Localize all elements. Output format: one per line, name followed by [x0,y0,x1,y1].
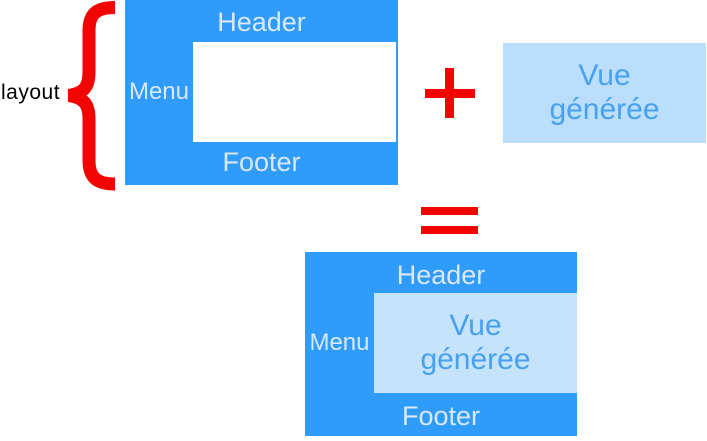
result-generated-view: Vue générée [374,293,577,393]
layout-box: Header Menu Footer [125,0,398,185]
plus-vertical-bar [445,68,454,118]
layout-content-slot [193,42,396,142]
layout-annotation-label: layout [1,81,61,104]
result-generated-view-label: Vue générée [374,293,577,393]
equals-icon [421,207,478,234]
generated-view-line1: Vue [578,59,631,92]
result-footer-label: Footer [401,401,481,431]
generated-view-line2: générée [549,93,660,126]
layout-header-label: Header [217,7,306,37]
layout-footer-label: Footer [222,147,301,177]
result-menu-label: Menu [309,329,370,356]
plus-icon [425,68,475,118]
curly-brace-icon [67,1,116,191]
result-view-line2: générée [420,343,531,376]
result-box: Header Menu Vue générée Footer [305,252,577,436]
result-header-label: Header [396,260,486,290]
equals-bottom-bar [421,226,478,234]
layout-menu-label: Menu [128,78,190,105]
generated-view-label: Vue générée [503,43,706,143]
generated-view-box: Vue générée [503,43,706,143]
result-view-line1: Vue [449,309,502,342]
equals-top-bar [421,207,478,215]
